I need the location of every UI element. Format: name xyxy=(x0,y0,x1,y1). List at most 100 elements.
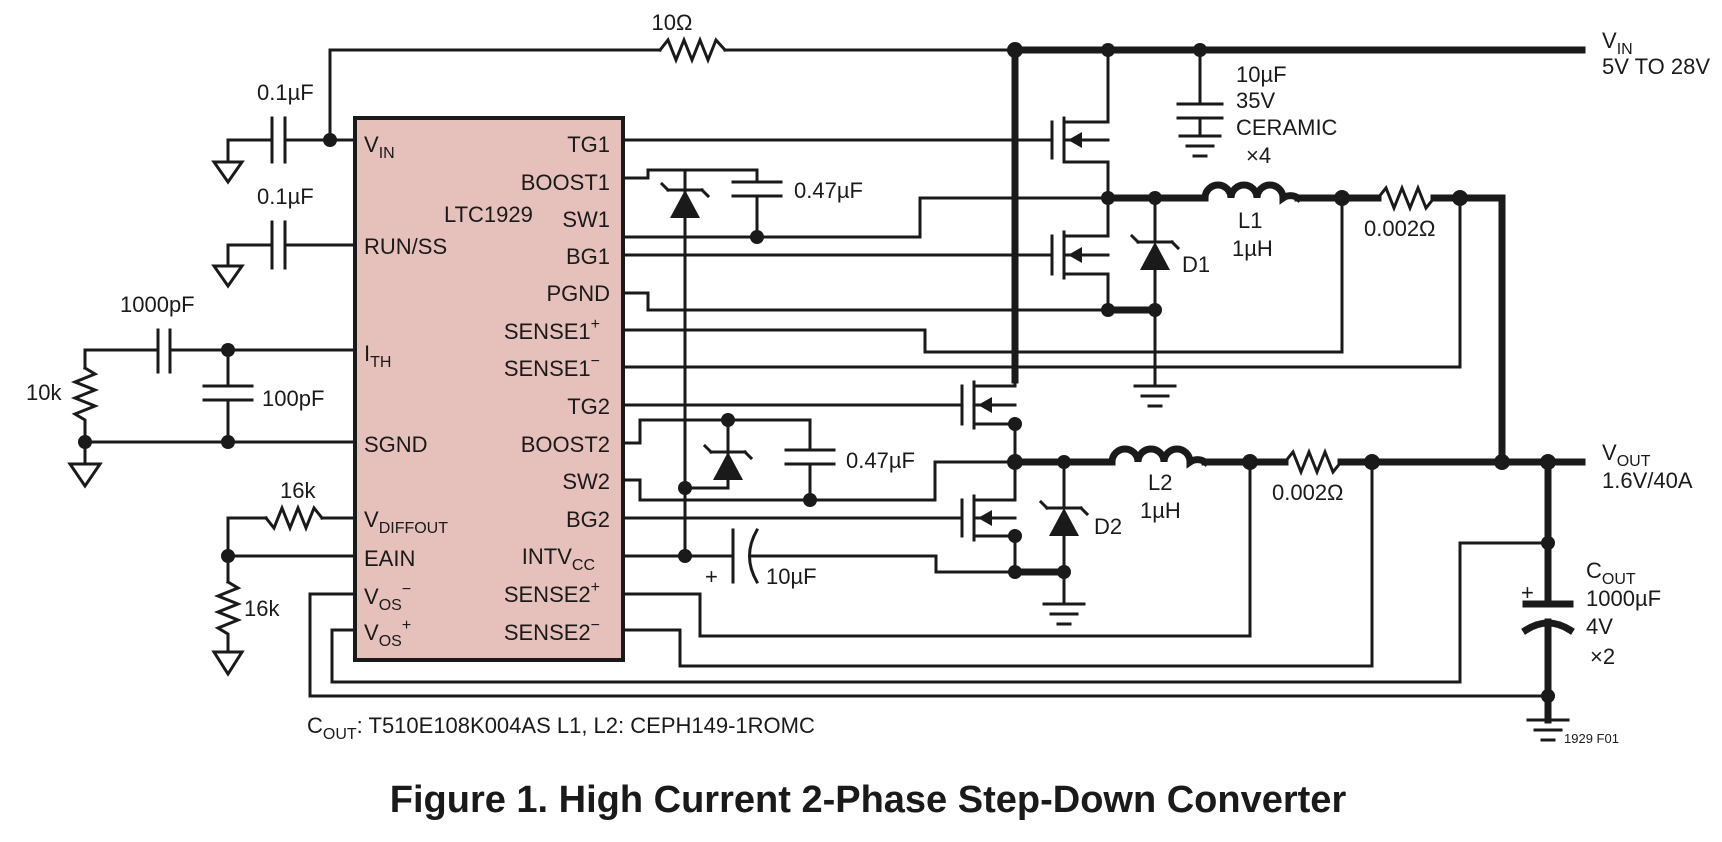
label-d1: D1 xyxy=(1182,252,1210,277)
wire-sense1p xyxy=(621,196,1344,354)
mosfet-top-2 xyxy=(960,378,1017,464)
junction-d1-cathode xyxy=(1148,191,1162,205)
pin-eain: EAIN xyxy=(364,546,415,571)
label-c-ith: 1000pF xyxy=(120,292,195,317)
label-l1-value: 1µH xyxy=(1232,236,1273,261)
junction-pgnd-fet xyxy=(1101,303,1115,317)
label-cout-plus: + xyxy=(1521,580,1534,605)
junction-boost2-cap xyxy=(803,493,817,507)
vos-sense-lines xyxy=(308,541,1550,698)
label-r-ith: 10k xyxy=(26,380,62,405)
inductor-l2 xyxy=(1108,445,1210,469)
pin-vdiffout: VDIFFOUT xyxy=(364,507,448,537)
junction-vos-minus xyxy=(1541,689,1555,703)
diode-d1 xyxy=(1129,196,1181,388)
cap-output xyxy=(1521,458,1575,742)
label-c-boost2: 0.47µF xyxy=(846,448,915,473)
junction-vin-fet1 xyxy=(1101,43,1115,57)
boost2-network xyxy=(621,418,836,502)
pin-sense2p: SENSE2+ xyxy=(504,579,600,607)
ic-part-number: LTC1929 xyxy=(444,202,533,227)
label-c-intvcc-plus: + xyxy=(705,564,718,589)
junction-fet2-bottom xyxy=(1008,529,1022,543)
figure-code: 1929 F01 xyxy=(1564,731,1619,746)
junction-fet2-top xyxy=(1008,417,1022,431)
junction-eain xyxy=(221,549,235,563)
junction-vout-merge xyxy=(1494,454,1510,470)
label-c-ith2: 100pF xyxy=(262,386,324,411)
cap-vin-bypass xyxy=(211,116,332,185)
pin-tg1: TG1 xyxy=(567,132,610,157)
vdiffout-network xyxy=(211,503,357,677)
label-vin-range: 5V TO 28V xyxy=(1602,54,1710,79)
inductor-l1 xyxy=(1201,181,1303,205)
label-d2: D2 xyxy=(1094,514,1122,539)
wire-sense1m xyxy=(621,196,1462,369)
pin-boost2: BOOST2 xyxy=(521,432,610,457)
label-cin-voltage: 35V xyxy=(1236,88,1275,113)
label-c-vin: 0.1µF xyxy=(257,80,314,105)
label-r-sense1: 0.002Ω xyxy=(1364,216,1436,241)
label-cout-count: ×2 xyxy=(1590,644,1615,669)
junction-boost2 xyxy=(721,413,735,427)
label-l1-name: L1 xyxy=(1238,208,1262,233)
cap-run-ss xyxy=(211,220,357,289)
ic-body xyxy=(353,116,625,662)
pin-sw1: SW1 xyxy=(562,207,610,232)
pin-tg2: TG2 xyxy=(567,394,610,419)
pin-intvcc: INTVCC xyxy=(522,544,595,574)
mosfet-bottom-1 xyxy=(621,196,1110,312)
label-l2-value: 1µH xyxy=(1140,498,1181,523)
label-cin-value: 10µF xyxy=(1236,62,1287,87)
cap-input xyxy=(1176,48,1224,158)
resistor-sense-1 xyxy=(1375,183,1437,213)
junction-boost2-diode xyxy=(678,481,692,495)
pin-ith: ITH xyxy=(364,341,391,371)
label-cin-count: ×4 xyxy=(1246,143,1271,168)
label-r-sense2: 0.002Ω xyxy=(1272,480,1344,505)
label-c-boost1: 0.47µF xyxy=(794,178,863,203)
pin-vin: VIN xyxy=(364,132,395,162)
pin-vos-minus: VOS− xyxy=(364,581,411,614)
wire-pgnd xyxy=(621,291,1157,312)
label-cin-type: CERAMIC xyxy=(1236,115,1338,140)
pin-sense1p: SENSE1+ xyxy=(504,316,600,344)
wire-sense1-out xyxy=(1430,194,1506,466)
wire-sense2p xyxy=(621,460,1252,638)
junction-d2-cathode xyxy=(1057,455,1071,469)
junction-boost1-cap xyxy=(750,230,764,244)
pin-sgnd: SGND xyxy=(364,432,428,457)
label-r-eain: 16k xyxy=(244,596,280,621)
boost1-network xyxy=(621,168,783,562)
label-r-vin: 10Ω xyxy=(652,10,693,35)
junction-pgnd2-d2 xyxy=(1057,565,1071,579)
junction-vos-plus xyxy=(1541,536,1555,550)
junction-pgnd-d1 xyxy=(1148,303,1162,317)
junction-cin xyxy=(1193,43,1207,57)
mosfet-top-1 xyxy=(1050,48,1110,200)
resistor-10ohm xyxy=(657,35,728,65)
pin-bg2: BG2 xyxy=(566,507,610,532)
junction-sgnd-left xyxy=(78,435,92,449)
label-vout-spec: 1.6V/40A xyxy=(1602,468,1693,493)
wire-sense2m xyxy=(621,460,1374,668)
pin-sense2m: SENSE2− xyxy=(504,617,600,645)
footnote: COUT: T510E108K004AS L1, L2: CEPH149-1RO… xyxy=(307,713,815,743)
label-vout: VOUT xyxy=(1602,440,1651,470)
junction-sgnd xyxy=(221,435,235,449)
label-c-run: 0.1µF xyxy=(257,184,314,209)
pin-run-ss: RUN/SS xyxy=(364,234,447,259)
pin-boost1: BOOST1 xyxy=(521,170,610,195)
figure-title: Figure 1. High Current 2-Phase Step-Down… xyxy=(390,779,1347,821)
pin-bg1: BG1 xyxy=(566,244,610,269)
pin-vos-plus: VOS+ xyxy=(364,617,411,650)
label-c-intvcc: 10µF xyxy=(766,564,817,589)
junction-ith xyxy=(221,343,235,357)
ground-pgnd2 xyxy=(1042,602,1086,626)
mosfet-bottom-2 xyxy=(960,460,1017,574)
label-l2-name: L2 xyxy=(1148,470,1172,495)
ground-pgnd xyxy=(1133,384,1177,408)
pin-pgnd: PGND xyxy=(546,281,610,306)
junction-intvcc xyxy=(678,549,692,563)
